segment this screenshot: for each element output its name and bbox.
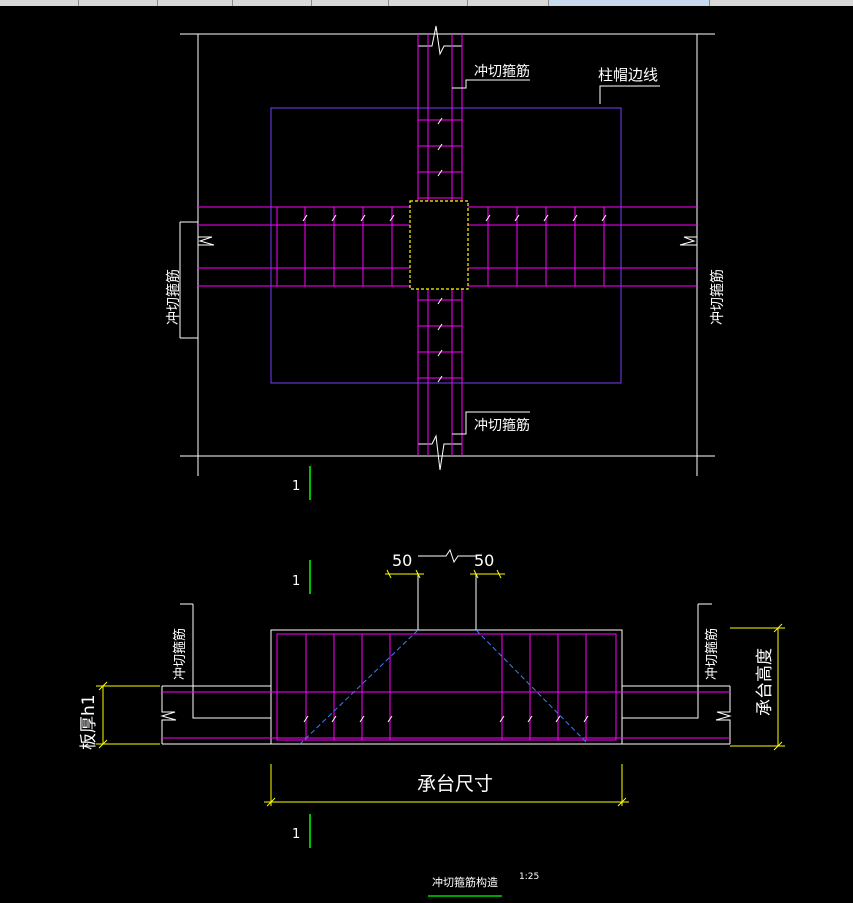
section-view: 1 50 50	[79, 548, 785, 848]
dim-50	[385, 569, 505, 579]
label-cap-size: 承台尺寸	[417, 773, 493, 795]
section-rebar	[162, 633, 730, 741]
section-column	[417, 548, 477, 630]
section-mark-top: 1	[292, 574, 300, 589]
dim-left-50: 50	[392, 551, 412, 570]
cap-edge-outline	[270, 107, 622, 384]
section-outline	[160, 603, 732, 745]
toolbar-tab[interactable]	[389, 0, 468, 6]
section-mark-bottom: 1	[292, 827, 300, 842]
toolbar-tab[interactable]	[312, 0, 389, 6]
label-cap-edge: 柱帽边线	[598, 66, 658, 84]
toolbar-tab[interactable]	[0, 0, 79, 6]
plan-leaders	[452, 79, 660, 435]
label-right-stirrup: 冲切箍筋	[709, 269, 726, 325]
toolbar-tab[interactable]	[233, 0, 312, 6]
drawing-canvas[interactable]: 冲切箍筋 冲切箍筋 柱帽边线 冲切箍筋 冲切箍筋 1 1 50 50	[0, 6, 853, 903]
column-outline	[409, 200, 469, 290]
label-section-left-stirrup: 冲切箍筋	[172, 628, 188, 680]
section-stirrup-ticks	[303, 715, 589, 723]
plan-stirrup-ticks	[302, 117, 607, 383]
label-cap-height: 承台高度	[755, 648, 775, 716]
section-mark-plan: 1	[292, 479, 300, 494]
toolbar-strip	[0, 0, 853, 6]
label-section-right-stirrup: 冲切箍筋	[704, 628, 720, 680]
toolbar-tab[interactable]	[158, 0, 233, 6]
drawing-title: 冲切箍筋构造	[432, 875, 498, 889]
toolbar-tab[interactable]	[468, 0, 549, 6]
label-slab-thickness: 板厚h1	[79, 694, 99, 750]
plan-view: 冲切箍筋 冲切箍筋 柱帽边线 冲切箍筋 冲切箍筋 1	[165, 25, 726, 500]
dim-cap-size	[264, 764, 629, 807]
toolbar-tab-active[interactable]	[549, 0, 710, 6]
toolbar-tab[interactable]	[79, 0, 158, 6]
label-left-stirrup: 冲切箍筋	[165, 269, 182, 325]
punch-cone-lines	[299, 629, 589, 745]
drawing-scale: 1:25	[519, 872, 539, 882]
dim-cap-height	[730, 623, 785, 751]
plan-outline	[179, 25, 715, 476]
label-top-stirrup: 冲切箍筋	[474, 63, 530, 80]
dim-right-50: 50	[474, 551, 494, 570]
label-bottom-stirrup: 冲切箍筋	[474, 417, 530, 434]
dim-slab-thickness	[96, 681, 160, 749]
